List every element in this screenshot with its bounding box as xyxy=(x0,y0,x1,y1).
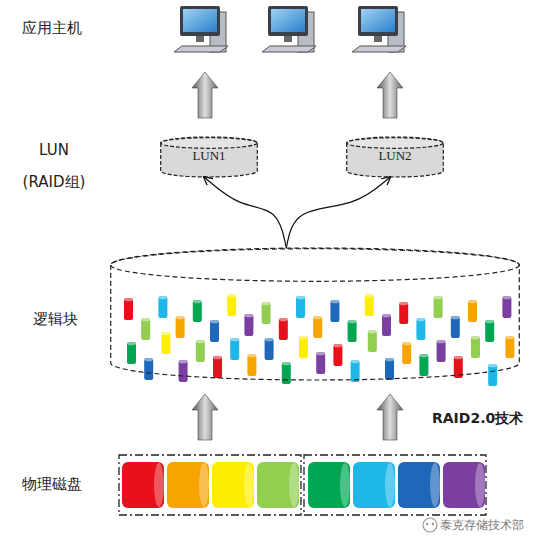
technology-label: RAID2.0技术 xyxy=(432,402,550,434)
physical-disks xyxy=(119,455,486,515)
mapping-arrow xyxy=(286,177,390,248)
logic-block-pool: 逻辑块 xyxy=(110,248,520,380)
cylinder-outline xyxy=(110,248,520,380)
layer-label: 逻辑块 xyxy=(10,310,100,329)
mapping-arrow xyxy=(204,177,286,248)
layer-label: LUN (RAID组) xyxy=(16,134,92,198)
lun-name: LUN2 xyxy=(346,148,444,164)
logic-blocks xyxy=(124,294,514,386)
host-computers xyxy=(174,6,406,52)
layer-label: 应用主机 xyxy=(12,12,92,44)
watermark: 泰克存储技术部 xyxy=(440,509,550,541)
lun-cylinder: LUN2 xyxy=(346,137,444,177)
gray-arrows xyxy=(192,72,403,440)
lun-name: LUN1 xyxy=(160,148,258,164)
layer-label: 物理磁盘 xyxy=(12,468,92,500)
lun-cylinder: LUN1 xyxy=(160,137,258,177)
watermark-icon xyxy=(423,518,437,532)
